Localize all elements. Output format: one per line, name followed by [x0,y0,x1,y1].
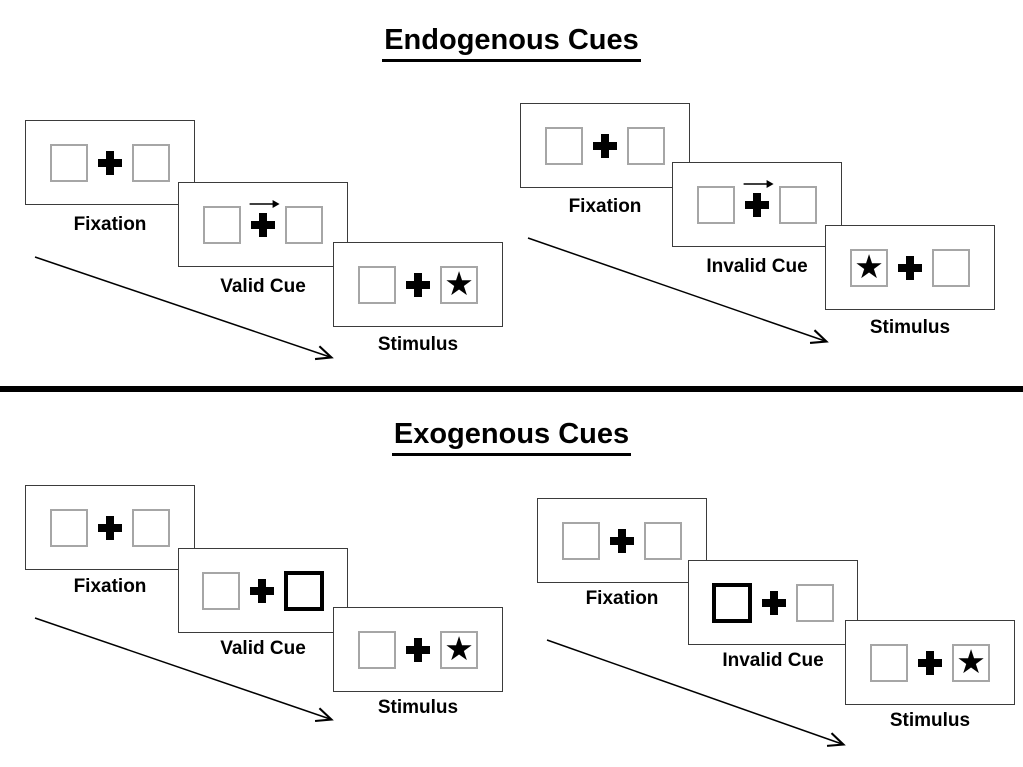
fixation-cross-icon [918,650,942,675]
frame-label-fixation: Fixation [73,576,147,597]
star-target-icon: ★ [956,641,986,681]
target-box-right: ★ [440,628,478,669]
frame-label-stimulus: Stimulus [869,317,951,338]
fixation-cross-icon [98,515,122,540]
frame-exo-valid-fixation [25,485,195,570]
highlighted-box-left [712,582,752,623]
section-title-text: Endogenous Cues [382,24,641,62]
frame-exo-valid-stimulus: ★ [333,607,503,692]
placeholder-box-left [358,265,396,304]
frame-exo-invalid-fixation [537,498,707,583]
frame-label-fixation: Fixation [585,588,659,609]
frame-label-stimulus: Stimulus [377,334,459,355]
frame-endo-valid-cue [178,182,348,267]
frame-label-invalid-cue: Invalid Cue [706,256,808,277]
section-title-exogenous: Exogenous Cues [0,418,1023,456]
target-box-right: ★ [440,263,478,304]
star-target-icon: ★ [444,263,474,303]
placeholder-box-left [50,143,88,182]
frame-exo-invalid-stimulus: ★ [845,620,1015,705]
timeline-arrow-endo-invalid [527,237,829,344]
timeline-arrow-endo-valid [34,256,334,361]
frame-label-fixation: Fixation [568,196,642,217]
fixation-cross-icon [762,590,786,615]
placeholder-box-left [562,521,600,560]
placeholder-box-left [870,643,908,682]
section-title-endogenous: Endogenous Cues [0,24,1023,62]
placeholder-box-right [779,185,817,224]
right-arrow-icon [743,179,774,188]
placeholder-box-right [132,508,170,547]
frame-label-stimulus: Stimulus [377,697,459,718]
placeholder-box-left [697,185,735,224]
frame-endo-valid-fixation [25,120,195,205]
placeholder-box-right [285,205,323,244]
fixation-cross-icon [98,150,122,175]
frame-endo-invalid-stimulus: ★ [825,225,995,310]
frame-exo-invalid-cue [688,560,858,645]
star-target-icon: ★ [444,628,474,668]
right-arrow-icon [249,199,280,208]
placeholder-box-right [627,126,665,165]
fixation-cross-icon [250,578,274,603]
target-box-right: ★ [952,641,990,682]
section-title-text: Exogenous Cues [391,418,632,456]
star-target-icon: ★ [854,246,884,286]
placeholder-box-right [796,583,834,622]
placeholder-box-left [203,205,241,244]
fixation-cross-icon [593,133,617,158]
section-divider [0,386,1023,392]
fixation-cross-icon [610,528,634,553]
placeholder-box-left [202,571,240,610]
placeholder-box-left [50,508,88,547]
fixation-cross-icon [251,212,275,237]
placeholder-box-left [545,126,583,165]
fixation-cross-icon [745,192,769,217]
frame-label-invalid-cue: Invalid Cue [722,650,824,671]
frame-label-fixation: Fixation [73,214,147,235]
frame-endo-invalid-fixation [520,103,690,188]
placeholder-box-right [132,143,170,182]
fixation-cross-icon [406,272,430,297]
target-box-left: ★ [850,246,888,287]
highlighted-box-right [284,570,324,611]
frame-label-stimulus: Stimulus [889,710,971,731]
fixation-cross-icon [406,637,430,662]
placeholder-box-left [358,630,396,669]
placeholder-box-right [932,248,970,287]
fixation-cross-icon [898,255,922,280]
frame-endo-invalid-cue [672,162,842,247]
timeline-arrow-exo-valid [34,617,334,723]
frame-exo-valid-cue [178,548,348,633]
frame-label-valid-cue: Valid Cue [220,276,306,297]
frame-endo-valid-stimulus: ★ [333,242,503,327]
placeholder-box-right [644,521,682,560]
frame-label-valid-cue: Valid Cue [220,638,306,659]
